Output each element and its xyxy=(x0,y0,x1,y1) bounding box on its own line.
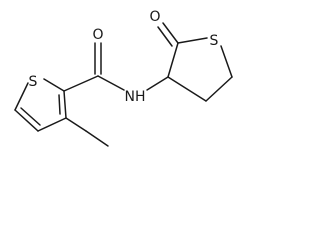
bond-c5-c4-inner xyxy=(20,107,41,126)
bond-c2-s xyxy=(43,78,65,92)
bond-c2-o-1 xyxy=(162,22,179,44)
bond-c3-methyl xyxy=(65,117,87,132)
bond-c3-c2 xyxy=(167,42,179,78)
bond-n-c3 xyxy=(146,76,169,91)
bond-c3-c2 xyxy=(63,90,67,119)
bond-c3-c2-inner xyxy=(58,94,61,115)
atom-nh-amide: NH xyxy=(125,89,146,105)
thiophene-ring xyxy=(14,78,67,132)
molecule-structure: S O NH O S xyxy=(14,9,233,147)
bond-c2-carbonyl xyxy=(63,75,99,92)
atom-o-lactone: O xyxy=(149,9,160,25)
bond-s-c5 xyxy=(220,45,233,78)
thiolactone-ring xyxy=(146,22,233,102)
bond-methyl xyxy=(85,130,109,147)
bond-carbonyl-n xyxy=(97,75,125,91)
atom-o-amide: O xyxy=(92,27,103,43)
bond-c4-c3 xyxy=(167,76,207,102)
bond-c4-c3 xyxy=(37,117,67,132)
bond-c2-o-2 xyxy=(157,26,173,47)
bond-c5-c4 xyxy=(205,76,233,102)
atom-s-thiophene: S xyxy=(29,74,38,90)
bond-c2-s xyxy=(177,37,208,44)
atom-s-lactone: S xyxy=(210,33,219,49)
bond-c5-c4 xyxy=(14,109,39,132)
bond-s-c5 xyxy=(14,82,29,111)
